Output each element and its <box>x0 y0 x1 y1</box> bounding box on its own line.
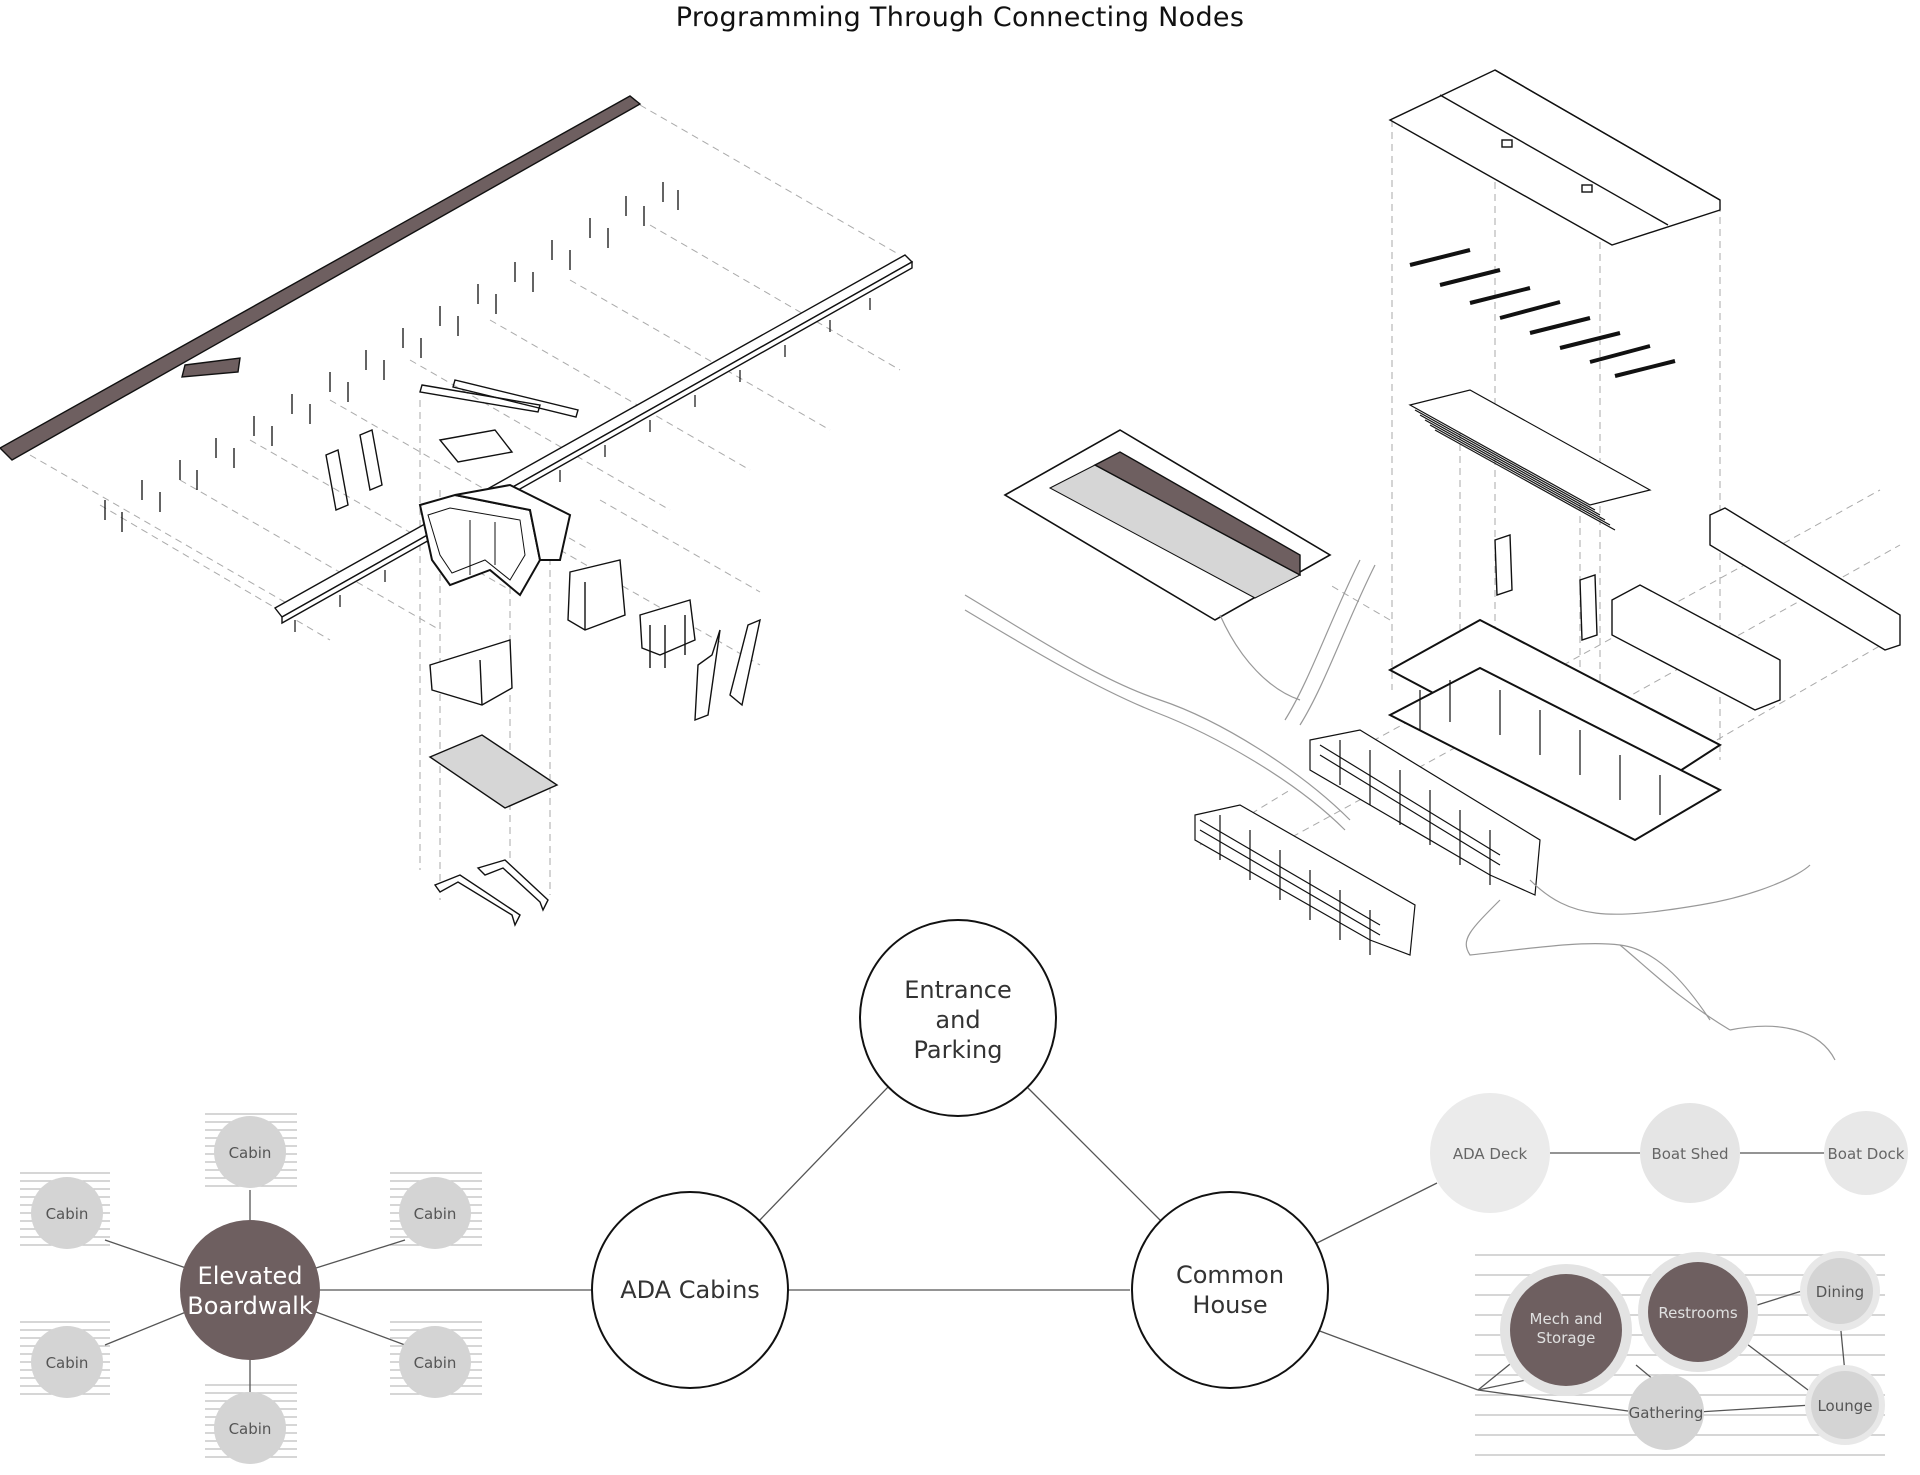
diagram-title: Programming Through Connecting Nodes <box>675 2 1245 33</box>
svg-text:Dining: Dining <box>1816 1283 1864 1301</box>
entrance-label-1: Entrance <box>904 976 1012 1004</box>
cabin-node: Cabin <box>31 1177 103 1249</box>
svg-text:Cabin: Cabin <box>46 1205 89 1223</box>
boardwalk-label-1: Elevated <box>198 1262 303 1290</box>
boardwalk-axonometric <box>0 95 914 927</box>
svg-text:Cabin: Cabin <box>414 1205 457 1223</box>
node-ada-cabins: ADA Cabins <box>591 1191 789 1389</box>
central-cabin-module <box>418 483 572 597</box>
node-elevated-boardwalk: Elevated Boardwalk <box>180 1220 320 1360</box>
svg-text:Cabin: Cabin <box>46 1354 89 1372</box>
ada-cabins-label: ADA Cabins <box>620 1276 760 1304</box>
boardwalk-posts <box>104 182 679 532</box>
cabin-node: Cabin <box>399 1177 471 1249</box>
common-house-roof <box>1388 69 1721 246</box>
common-house-label-1: Common <box>1176 1261 1284 1289</box>
entrance-label-2: and <box>935 1006 980 1034</box>
svg-text:Cabin: Cabin <box>229 1144 272 1162</box>
svg-text:ADA Deck: ADA Deck <box>1453 1145 1528 1163</box>
cabin-node: Cabin <box>214 1392 286 1464</box>
common-house-label-2: House <box>1192 1291 1267 1319</box>
boardwalk-label-2: Boardwalk <box>187 1292 313 1320</box>
svg-text:Restrooms: Restrooms <box>1658 1304 1737 1322</box>
node-common-house: Common House <box>1131 1191 1329 1389</box>
node-lounge: Lounge <box>1805 1365 1885 1445</box>
lattice-wall <box>1194 729 1541 956</box>
boardwalk-deck <box>273 254 914 618</box>
cabin-floor-slab <box>428 734 559 809</box>
svg-text:Boat Shed: Boat Shed <box>1651 1145 1728 1163</box>
boardwalk-projection-lines <box>29 104 901 900</box>
cabin-node: Cabin <box>214 1116 286 1188</box>
node-boat-dock: Boat Dock <box>1824 1111 1908 1195</box>
node-entrance-parking: Entrance and Parking <box>859 919 1057 1117</box>
node-boat-shed: Boat Shed <box>1640 1103 1740 1203</box>
node-gathering: Gathering <box>1628 1374 1704 1450</box>
svg-text:Mech and: Mech and <box>1530 1310 1603 1328</box>
node-dining: Dining <box>1800 1251 1880 1331</box>
svg-text:Cabin: Cabin <box>229 1420 272 1438</box>
cabin-node: Cabin <box>31 1326 103 1398</box>
cabin-node: Cabin <box>399 1326 471 1398</box>
node-mech-storage: Mech and Storage <box>1500 1264 1632 1396</box>
node-ada-deck: ADA Deck <box>1430 1093 1550 1213</box>
svg-text:Boat Dock: Boat Dock <box>1828 1145 1905 1163</box>
svg-text:Storage: Storage <box>1537 1329 1596 1347</box>
svg-text:Gathering: Gathering <box>1629 1404 1704 1422</box>
entrance-label-3: Parking <box>914 1036 1003 1064</box>
site-paths <box>964 559 1836 1061</box>
svg-text:Lounge: Lounge <box>1817 1397 1872 1415</box>
common-house-axonometric <box>964 69 1901 1061</box>
svg-text:Cabin: Cabin <box>414 1354 457 1372</box>
boardwalk-roof-beam <box>0 95 642 461</box>
node-restrooms: Restrooms <box>1638 1252 1758 1372</box>
